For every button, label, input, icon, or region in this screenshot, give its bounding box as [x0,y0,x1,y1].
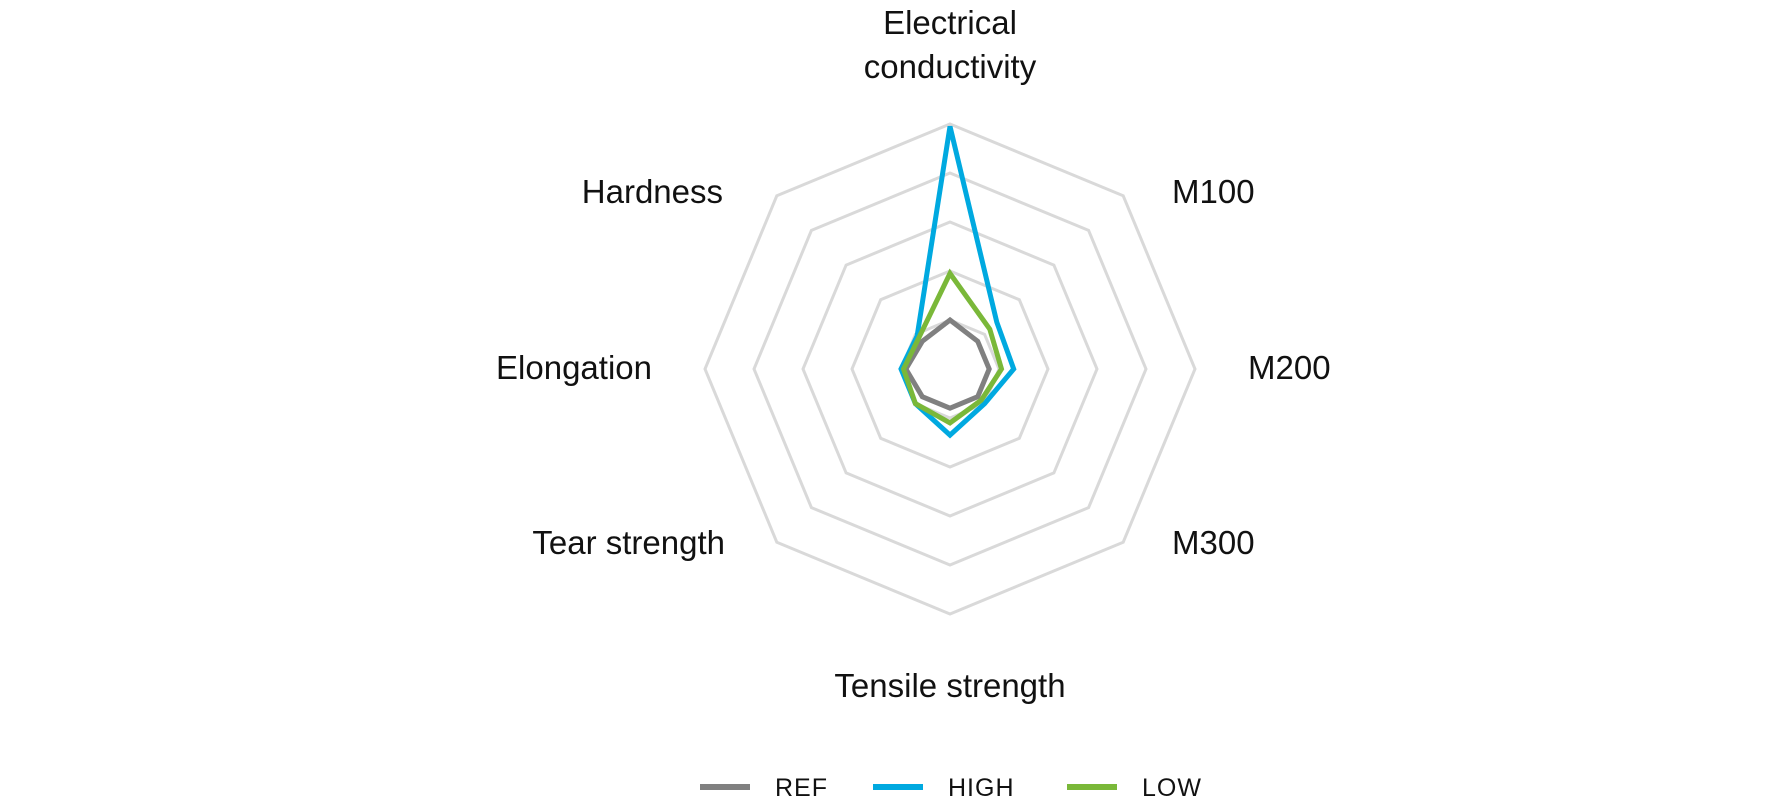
series-ref-line [902,316,992,411]
legend-label-low: LOW [1142,774,1202,802]
grid-ring-4 [752,171,1148,567]
grid-ring-2 [850,269,1050,469]
axis-label-5: Tear strength [532,524,725,561]
axis-label-layer: Electrical conductivityM100M200M300Tensil… [496,4,1331,704]
axis-label-3-line-0: M300 [1172,524,1255,561]
axis-label-0-line-1: conductivity [864,48,1037,85]
legend: REF HIGH LOW [700,774,1202,802]
axis-label-2: M200 [1248,349,1331,386]
axis-label-1: M100 [1172,173,1255,210]
axis-label-1-line-0: M100 [1172,173,1255,210]
axis-label-0: Electrical conductivity [864,4,1037,85]
grid-layer [703,122,1197,616]
axis-label-6-line-0: Elongation [496,349,652,386]
axis-label-4-line-0: Tensile strength [834,667,1065,704]
axis-label-7-line-0: Hardness [582,173,723,210]
legend-label-ref: REF [775,774,828,802]
axis-label-5-line-0: Tear strength [532,524,725,561]
series-low-line [900,268,1005,426]
axis-label-3: M300 [1172,524,1255,561]
axis-label-4: Tensile strength [834,667,1065,704]
axis-label-6: Elongation [496,349,652,386]
axis-label-2-line-0: M200 [1248,349,1331,386]
grid-ring-3 [801,220,1099,518]
axis-label-7: Hardness [582,173,723,210]
grid-ring-5 [703,122,1197,616]
series-layer [898,125,1017,439]
axis-label-0-line-0: Electrical [883,4,1017,41]
legend-label-high: HIGH [948,774,1015,802]
